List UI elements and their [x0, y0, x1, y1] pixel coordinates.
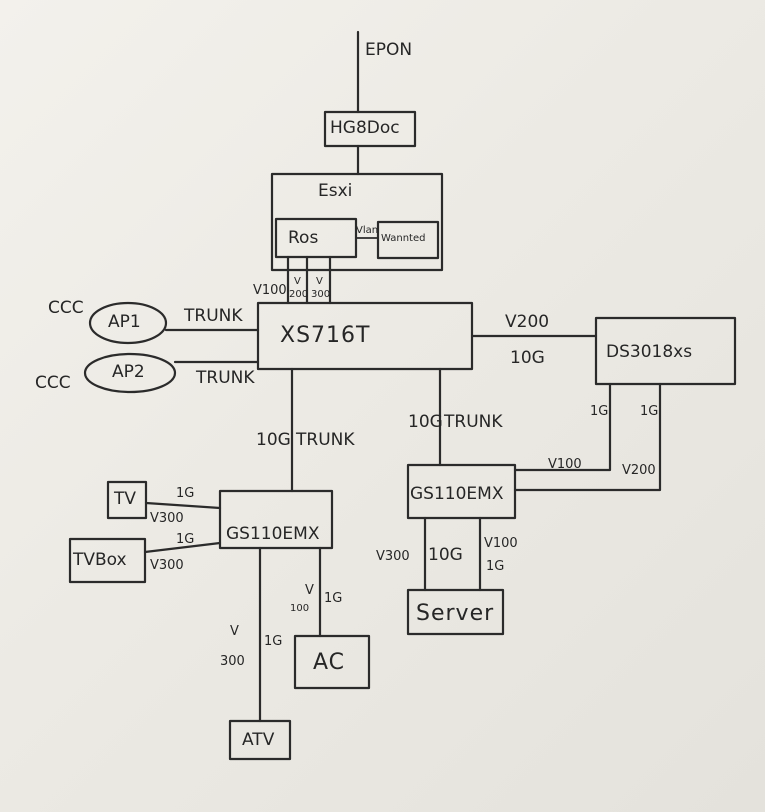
switch-right-box	[406, 463, 517, 520]
v300-tv-label: V300	[150, 511, 184, 526]
v100-ac-bot-label: 100	[290, 603, 310, 614]
tvbox-label: TVBox	[73, 550, 127, 570]
oneG-server-label: 1G	[486, 559, 505, 574]
ap1-label: AP1	[108, 312, 141, 332]
tv-box	[106, 480, 148, 520]
oneG-tvbox-label: 1G	[176, 532, 195, 547]
v100-ac-top-label: V	[305, 583, 314, 598]
v200-bot-label: 200	[289, 289, 309, 300]
ap2-ellipse	[83, 352, 177, 394]
trunk-left-label: TRUNK	[296, 430, 355, 450]
ccc-label-1: CCC	[48, 298, 84, 318]
ont-box	[323, 110, 417, 148]
v300-bot-label: 300	[311, 289, 331, 300]
tv-switch-link	[144, 501, 222, 510]
v200-nas-label: V200	[505, 312, 550, 332]
oneG-tv-label: 1G	[176, 486, 195, 501]
v300-atv-bot-label: 300	[220, 654, 245, 669]
ap2-label: AP2	[112, 362, 145, 382]
v300-atv-top-label: V	[230, 624, 239, 639]
v100-nas-label: V100	[548, 457, 582, 472]
v200-top-label: V	[294, 276, 301, 287]
tenG-left-label: 10G	[256, 430, 291, 450]
ap1-ellipse	[88, 301, 168, 345]
ccc-label-2: CCC	[35, 373, 71, 393]
wannted-box	[376, 220, 440, 260]
tvbox-box	[68, 537, 147, 584]
tenG-nas-label: 10G	[510, 348, 545, 368]
trunk-ap2-label: TRUNK	[196, 368, 255, 388]
tenG-right-label: 10G	[408, 412, 443, 432]
v100-ros-label: V100	[253, 283, 287, 298]
server-label: Server	[416, 601, 495, 626]
core-switch-label: XS716T	[280, 323, 371, 348]
oneG-nas-label-a: 1G	[590, 404, 609, 419]
atv-label: ATV	[242, 730, 275, 750]
nas-switch-right-link-2	[513, 382, 662, 492]
nas-label: DS3018xs	[606, 342, 693, 362]
ac-label: AC	[313, 650, 346, 675]
nas-switch-right-link-1	[513, 382, 612, 472]
tenG-server-label: 10G	[428, 545, 463, 565]
switch-left-label: GS110EMX	[226, 524, 320, 544]
switch-right-label: GS110EMX	[410, 484, 504, 504]
v200-nas2-label: V200	[622, 463, 656, 478]
v300-server-label: V300	[376, 549, 410, 564]
nas-box	[594, 316, 737, 386]
v300-tvbox-label: V300	[150, 558, 184, 573]
ac-box	[293, 634, 371, 690]
oneG-ac-label: 1G	[324, 591, 343, 606]
server-box	[406, 588, 505, 636]
tv-label: TV	[114, 489, 137, 509]
vlan-tag-label: Vlan	[356, 225, 379, 236]
v100-server-label: V100	[484, 536, 518, 551]
tvbox-switch-link	[143, 541, 222, 554]
oneG-atv-label: 1G	[264, 634, 283, 649]
trunk-right-label: TRUNK	[444, 412, 503, 432]
ont-label: HG8Doc	[330, 118, 400, 138]
v300-top-label: V	[316, 276, 323, 287]
epon-label: EPON	[365, 40, 413, 60]
wannted-label: Wannted	[381, 233, 426, 244]
trunk-ap1-label: TRUNK	[184, 306, 243, 326]
switch-left-box	[218, 489, 334, 550]
ros-label: Ros	[288, 228, 319, 248]
oneG-nas-label-b: 1G	[640, 404, 659, 419]
esxi-label: Esxi	[318, 181, 353, 201]
